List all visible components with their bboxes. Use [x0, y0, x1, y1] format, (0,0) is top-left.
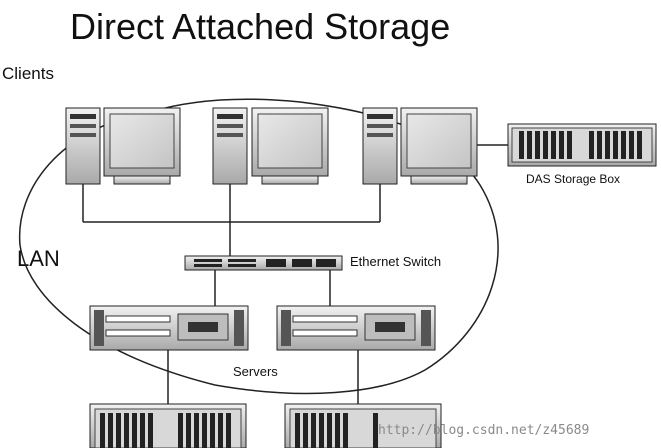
das-storage-box-label: DAS Storage Box [526, 172, 621, 186]
server-1 [89, 305, 249, 351]
client-computer-2 [212, 107, 329, 185]
ethernet-switch [184, 255, 343, 271]
ethernet-switch-label: Ethernet Switch [350, 254, 442, 269]
server-1-storage [89, 403, 247, 448]
watermark-url: http://blog.csdn.net/z45689 [378, 423, 590, 438]
servers-label: Servers [233, 364, 278, 379]
das-storage-box [507, 123, 657, 167]
clients-label: Clients [2, 64, 54, 83]
lan-ring [18, 98, 499, 395]
lan-label: LAN [17, 246, 60, 271]
diagram-title: Direct Attached Storage [70, 6, 451, 47]
server-2-storage [284, 403, 442, 448]
server-2 [276, 305, 436, 351]
client-computer-1 [65, 107, 181, 185]
client-computer-3 [362, 107, 478, 185]
client-wiring [82, 144, 510, 406]
